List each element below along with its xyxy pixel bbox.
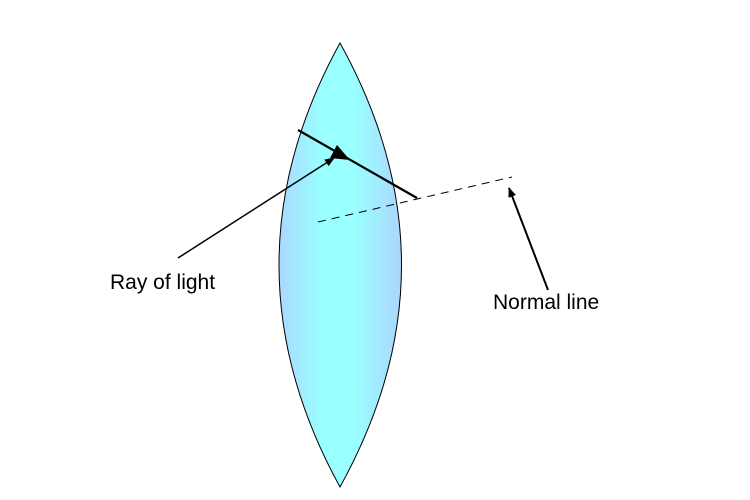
normal-label-pointer-arrow <box>508 187 549 291</box>
ray-of-light-line <box>297 129 418 199</box>
ray-of-light-label: Ray of light <box>110 271 216 294</box>
ray-label-pointer-arrow <box>177 157 335 259</box>
convex-lens <box>278 41 402 489</box>
normal-line-dashed <box>317 176 513 223</box>
ray-direction-arrowhead <box>330 145 350 160</box>
normal-line-label: Normal line <box>493 291 600 314</box>
